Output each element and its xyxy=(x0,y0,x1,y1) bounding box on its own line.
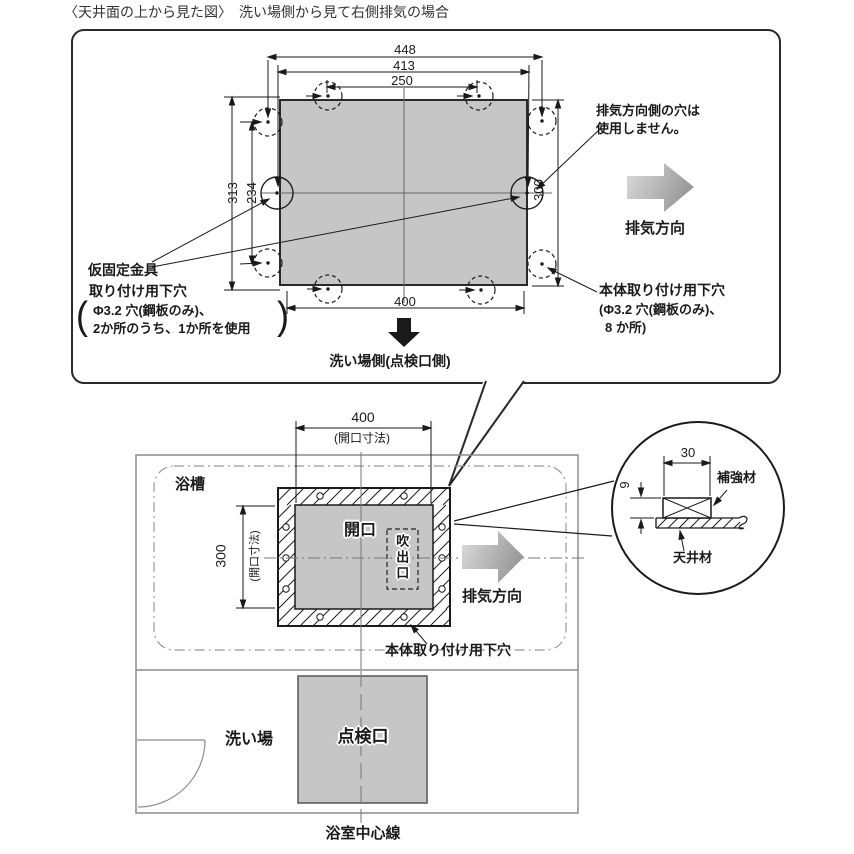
dim-313-label: 313 xyxy=(224,182,240,204)
bathtub-label: 浴槽 xyxy=(175,476,206,493)
temp-fix-hole-left xyxy=(260,176,294,210)
temp-fix-label-line3: Φ3.2 穴(鋼板のみ)、 xyxy=(93,303,213,318)
body-holes-label-line1: 本体取り付け用下穴 xyxy=(599,282,725,298)
outlet-box xyxy=(386,528,419,590)
plan-view-group xyxy=(135,421,615,823)
detail-dim-30-label: 30 xyxy=(680,445,696,460)
body-holes-label-line3: 8 か所) xyxy=(605,320,647,335)
inspection-port-panel xyxy=(297,675,428,804)
washing-area-label: 洗い場 xyxy=(225,731,274,748)
opening-label: 開口 xyxy=(343,522,377,539)
opening-height-note: (開口寸法) xyxy=(248,530,261,582)
top-view-group xyxy=(151,53,694,347)
opening-width-note: (開口寸法) xyxy=(334,431,390,445)
center-line-label: 浴室中心線 xyxy=(325,825,401,842)
dim-300-label: 300 xyxy=(530,179,546,201)
exhaust-arrow-icon-plan xyxy=(462,531,524,583)
opening-height-label: 300 xyxy=(212,544,229,568)
washing-side-arrow-icon xyxy=(388,318,420,347)
bathroom-outline xyxy=(135,454,579,814)
temp-fix-label-line2: 取り付け用下穴 xyxy=(89,283,187,299)
break-symbol xyxy=(738,515,748,530)
exhaust-direction-label-plan: 排気方向 xyxy=(461,588,523,605)
temp-fix-label-line1: 仮固定金具 xyxy=(88,262,158,278)
inspection-port-label: 点検口 xyxy=(337,727,389,746)
exhaust-arrow-icon xyxy=(627,163,694,212)
reinforcement-label: 補強材 xyxy=(717,470,757,485)
opening-width-label: 400 xyxy=(351,409,375,425)
temp-fix-label-line4: 2か所のうち、1か所を使用 xyxy=(93,321,251,336)
dim-250-label: 250 xyxy=(391,73,413,88)
unused-holes-note-line1: 排気方向側の穴は xyxy=(596,103,701,118)
outlet-label: 吹出口 xyxy=(394,534,410,582)
dim-234-label: 234 xyxy=(243,182,259,204)
pilot-holes-label: 本体取り付け用下穴 xyxy=(385,642,511,658)
unused-holes-note-line2: 使用しません。 xyxy=(596,121,687,136)
paren-open: ( xyxy=(76,293,88,338)
detail-circle-group xyxy=(611,421,785,595)
dim-448-label: 448 xyxy=(394,42,416,57)
detail-dim-9-label: 9 xyxy=(616,481,632,489)
dim-413-label: 413 xyxy=(393,58,415,73)
door-swing-arc xyxy=(137,739,206,808)
temp-fix-hole-right xyxy=(510,176,544,210)
opening-panel xyxy=(294,504,434,610)
washing-side-label: 洗い場側(点検口側) xyxy=(329,353,451,369)
ceiling-material-label: 天井材 xyxy=(673,550,713,565)
paren-close: ) xyxy=(277,293,289,338)
dim-400-label: 400 xyxy=(394,294,416,309)
exhaust-direction-label-top: 排気方向 xyxy=(624,220,686,237)
page-title: 〈天井面の上から見た図〉 洗い場側から見て右側排気の場合 xyxy=(64,4,449,20)
body-holes-label-line2: (Φ3.2 穴(鋼板のみ)、 xyxy=(599,302,723,317)
